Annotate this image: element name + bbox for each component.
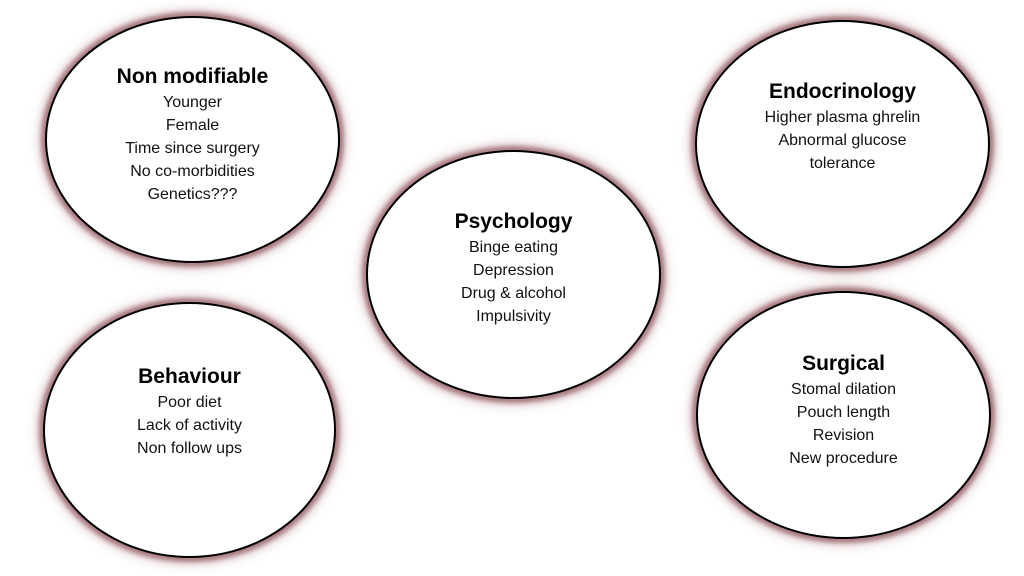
list-item: Stomal dilation <box>791 381 896 398</box>
surgical-bubble: Surgical Stomal dilation Pouch length Re… <box>696 291 991 539</box>
list-item: Impulsivity <box>476 307 551 325</box>
list-item: Younger <box>162 94 223 111</box>
endocrinology-bubble: Endocrinology Higher plasma ghrelin Abno… <box>695 20 990 268</box>
psychology-bubble: Psychology Binge eating Depression Drug … <box>366 150 661 399</box>
non-modifiable-title: Non modifiable <box>116 65 269 88</box>
psychology-title: Psychology <box>454 209 573 233</box>
list-item: Time since surgery <box>125 140 260 157</box>
list-item: Revision <box>812 427 875 444</box>
list-item: Lack of activity <box>137 416 242 434</box>
endocrinology-list: Higher plasma ghrelin Abnormal glucose t… <box>765 106 921 175</box>
non-modifiable-bubble: Non modifiable Younger Female Time since… <box>45 16 340 263</box>
list-item: New procedure <box>789 450 898 467</box>
behaviour-bubble: Behaviour Poor diet Lack of activity Non… <box>43 302 336 558</box>
list-item: tolerance <box>809 154 876 172</box>
list-item: Genetics??? <box>147 186 238 203</box>
list-item: Higher plasma ghrelin <box>764 108 921 126</box>
endocrinology-title: Endocrinology <box>769 79 916 103</box>
list-item: Depression <box>473 261 554 279</box>
list-item: Poor diet <box>157 393 222 411</box>
non-modifiable-list: Younger Female Time since surgery No co-… <box>125 91 260 206</box>
list-item: Binge eating <box>469 238 558 256</box>
psychology-list: Binge eating Depression Drug & alcohol I… <box>461 236 566 328</box>
list-item: Pouch length <box>796 404 891 421</box>
list-item: Abnormal glucose <box>778 131 907 149</box>
surgical-title: Surgical <box>802 352 885 375</box>
list-item: Non follow ups <box>137 439 242 457</box>
list-item: Drug & alcohol <box>461 284 566 302</box>
behaviour-list: Poor diet Lack of activity Non follow up… <box>137 391 242 460</box>
list-item: Female <box>165 117 220 134</box>
behaviour-title: Behaviour <box>138 364 241 388</box>
list-item: No co-morbidities <box>130 163 255 180</box>
surgical-list: Stomal dilation Pouch length Revision Ne… <box>789 378 898 470</box>
